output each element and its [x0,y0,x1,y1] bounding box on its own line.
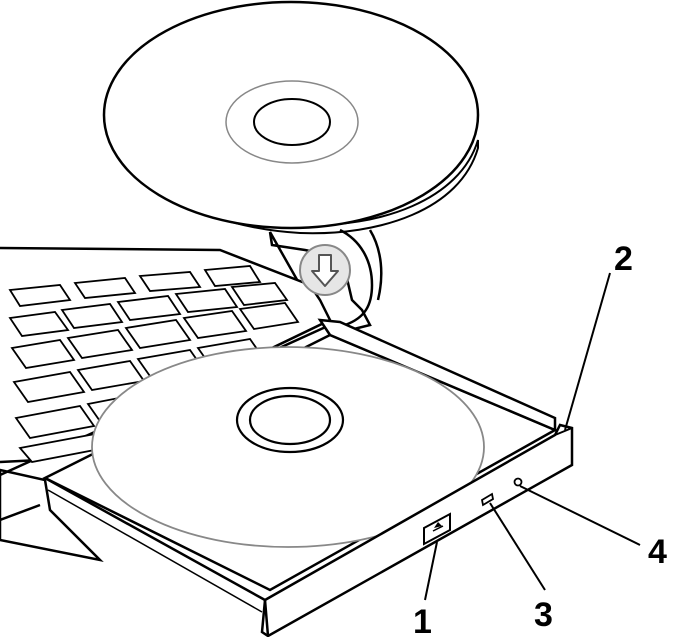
leader-line-3 [489,502,546,591]
tray-disc [91,346,485,548]
leader-line-1 [424,541,438,601]
callout-4: 4 [648,533,667,571]
floating-disc [102,0,480,235]
down-arrow-icon [299,244,351,296]
callout-leaders [424,272,641,601]
callout-2: 2 [614,240,633,278]
leader-line-4 [519,485,641,546]
busy-indicator [480,492,495,507]
callout-3: 3 [534,596,553,634]
keyboard-keys [8,265,300,463]
callout-1: 1 [413,603,432,637]
eject-icon [432,522,444,532]
tray-front-bezel [44,423,574,637]
eject-button[interactable] [423,512,451,546]
emergency-eject-hole[interactable] [513,477,523,487]
leader-line-2 [564,272,611,431]
cd-tray [42,318,574,637]
